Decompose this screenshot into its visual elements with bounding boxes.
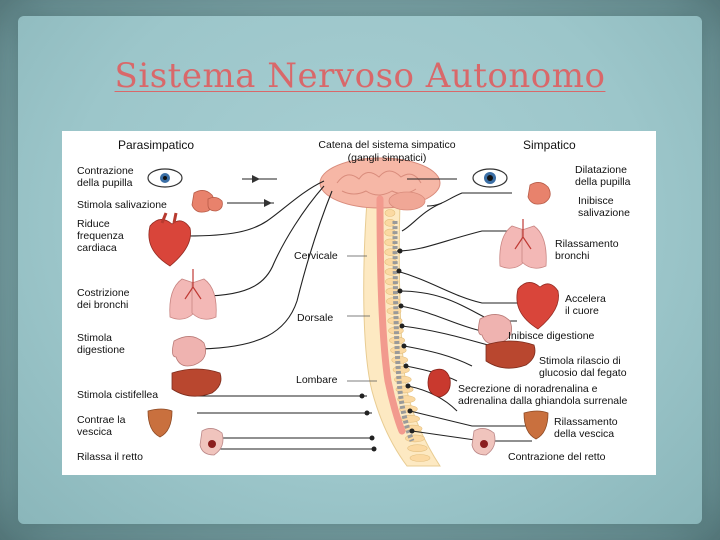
header-sympathetic: Simpatico	[523, 138, 576, 152]
heart-icon	[516, 282, 559, 330]
region-label-thoracic: Dorsale	[297, 312, 334, 324]
salivary-gland-icon	[527, 182, 551, 205]
parasympathetic-arrows	[252, 175, 272, 207]
sympathetic-effect: Rilassamento bronchi	[555, 238, 619, 262]
header-chain-subtitle: (gangli simpatici)	[347, 152, 427, 164]
sympathetic-effect: Dilatazione della pupilla	[575, 164, 631, 188]
liver-icon	[485, 340, 536, 369]
region-label-cervical: Cervicale	[294, 250, 338, 262]
vertebra	[407, 444, 428, 453]
eye-icon	[147, 168, 183, 188]
parasympathetic-effect: Stimola digestione	[77, 332, 125, 356]
rectum-icon	[471, 428, 496, 456]
parasympathetic-effect: Contrazione della pupilla	[77, 165, 134, 189]
parasympathetic-effect: Riduce frequenza cardiaca	[77, 218, 124, 254]
bladder-icon	[523, 410, 549, 440]
header-parasympathetic: Parasimpatico	[118, 138, 195, 152]
header-chain: Catena del sistema simpatico	[318, 139, 456, 151]
autonomic-nervous-system-diagram: Parasimpatico Catena del sistema simpati…	[62, 131, 656, 475]
parasympathetic-effect: Stimola salivazione	[77, 199, 167, 211]
salivary-gland-icon	[191, 190, 223, 213]
diagram-artwork	[147, 157, 559, 467]
vertebra	[409, 454, 431, 462]
kidney-icon	[427, 368, 451, 398]
sympathetic-effect: Inibisce salivazione	[578, 195, 630, 219]
stomach-icon	[172, 336, 207, 367]
parasympathetic-effect: Stimola cistifellea	[77, 389, 159, 401]
parasympathetic-effect: Contrae la vescica	[77, 414, 126, 438]
bladder-icon	[147, 408, 173, 438]
sympathetic-effect: Secrezione di noradrenalina e adrenalina…	[458, 383, 628, 407]
ganglion-dots	[359, 248, 415, 452]
parasympathetic-nerves	[186, 178, 374, 450]
sympathetic-effect: Contrazione del retto	[508, 451, 606, 463]
stomach-icon	[478, 314, 513, 345]
lungs-icon	[499, 219, 547, 269]
sympathetic-effect: Inibisce digestione	[508, 330, 595, 342]
spinal-cord	[376, 195, 406, 435]
slide-title: Sistema Nervoso Autonomo	[114, 56, 606, 96]
eye-icon	[472, 168, 508, 188]
parasympathetic-effect: Rilassa il retto	[77, 451, 143, 463]
parasympathetic-effect: Costrizione dei bronchi	[77, 287, 130, 311]
lungs-icon	[169, 269, 217, 320]
sympathetic-chain	[392, 220, 415, 442]
vertebra	[384, 209, 396, 217]
region-label-lumbar: Lombare	[296, 374, 338, 386]
liver-icon	[171, 368, 222, 397]
sympathetic-effect: Stimola rilascio di glucosio dal fegato	[539, 355, 627, 379]
sympathetic-effect: Rilassamento della vescica	[554, 416, 618, 440]
region-brackets	[347, 255, 377, 382]
rectum-icon	[199, 428, 224, 456]
sympathetic-effect: Accelera il cuore	[565, 293, 606, 317]
heart-icon	[148, 212, 191, 267]
